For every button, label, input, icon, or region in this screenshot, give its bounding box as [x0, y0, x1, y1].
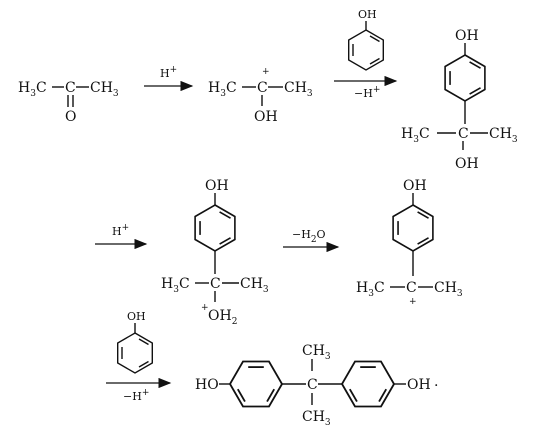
oxonium-methyl-left: H3C: [161, 276, 190, 295]
bpa-methyl-top: CH3: [302, 343, 331, 362]
condition-minus-h-2: −H+: [123, 388, 149, 403]
bpa-trailing-dot: .: [434, 374, 438, 390]
bpa-central-carbon: C: [307, 377, 318, 393]
phenol1-oh: OH: [358, 8, 377, 21]
condition-minus-h2o: −H2O: [292, 228, 326, 245]
bpa-hydroxyl-right: OH: [407, 377, 431, 393]
cation1-methyl-left: H3C: [208, 80, 237, 99]
arrow-phenol-addition-1: OH −H+: [334, 8, 398, 100]
arrow-protonation-2: H+: [95, 223, 148, 250]
oxonium-methyl-right: CH3: [240, 276, 269, 295]
cation2-methyl-right: CH3: [434, 280, 463, 299]
alcohol-phenol-oh: OH: [455, 28, 479, 44]
bisphenol-a: HO C CH3 CH3 OH .: [195, 343, 438, 428]
carbocation-2: OH H3C C + CH3: [356, 178, 463, 307]
bpa-methyl-bottom: CH3: [302, 409, 331, 428]
arrow-protonation-1: H+: [144, 65, 194, 92]
aryl-alcohol: OH H3C C CH3 OH: [401, 28, 518, 172]
alcohol-carbon: C: [458, 126, 469, 142]
cation1-charge: +: [262, 67, 270, 77]
bpa-hydroxyl-left: HO: [195, 377, 219, 393]
cation2-methyl-left: H3C: [356, 280, 385, 299]
acetone-methyl-left: H3C: [18, 80, 47, 99]
cation1-carbon: C: [257, 80, 268, 96]
condition-minus-h-1: −H+: [354, 85, 380, 100]
alcohol-hydroxyl: OH: [455, 156, 479, 172]
condition-h-plus-2: H+: [112, 223, 129, 238]
alcohol-methyl-left: H3C: [401, 126, 430, 145]
acetone-carbonyl-carbon: C: [65, 80, 76, 96]
oxonium-oh2: OH2: [208, 308, 237, 327]
oxonium-charge: +: [201, 303, 209, 313]
cation2-carbon: C: [406, 280, 417, 296]
cation1-hydroxyl: OH: [254, 109, 278, 125]
cation2-phenol-oh: OH: [403, 178, 427, 194]
arrow-phenol-addition-2: OH −H+: [106, 310, 172, 403]
condition-h-plus-1: H+: [160, 65, 177, 80]
acetone-oxygen: O: [65, 109, 76, 125]
cation1-methyl-right: CH3: [284, 80, 313, 99]
oxonium-carbon: C: [210, 276, 221, 292]
acetone-methyl-right: CH3: [90, 80, 119, 99]
acetone: H3C C CH3 O: [18, 80, 119, 125]
oxonium-phenol-oh: OH: [205, 178, 229, 194]
oxonium-intermediate: OH H3C C CH3 + OH2: [161, 178, 269, 327]
cation2-charge: +: [409, 297, 417, 307]
arrow-dehydration: −H2O: [283, 228, 340, 253]
carbocation-1: H3C C + CH3 OH: [208, 67, 313, 125]
alcohol-methyl-right: CH3: [489, 126, 518, 145]
phenol2-oh: OH: [127, 310, 146, 323]
